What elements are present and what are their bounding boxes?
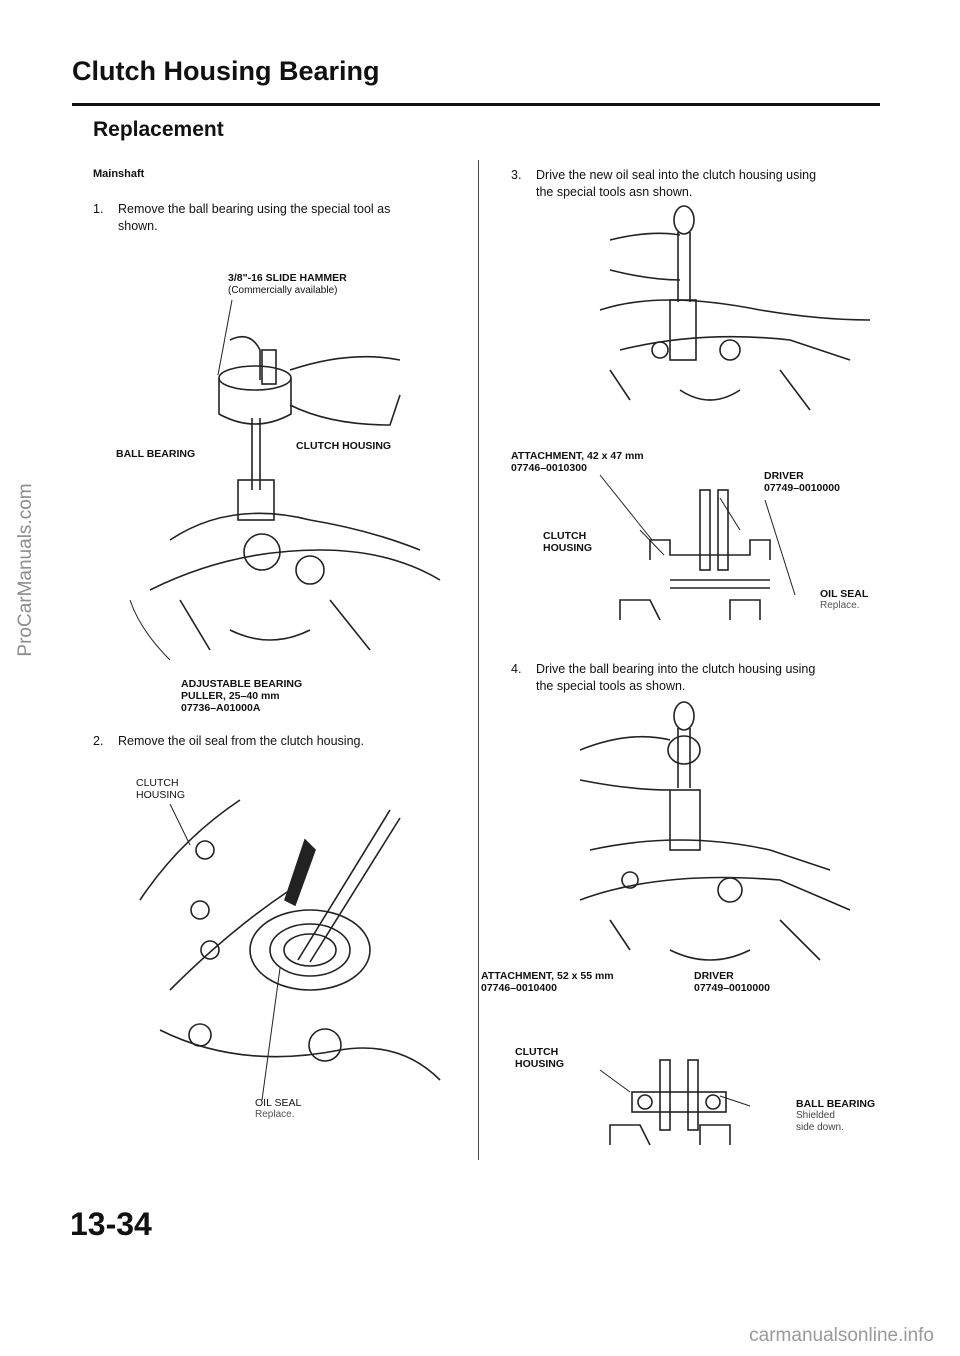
label-attachment-4b: 07746–0010400	[481, 982, 557, 994]
step-text-line2: the special tools as shown.	[536, 679, 686, 693]
label-driver-4b: 07749–0010000	[694, 982, 770, 994]
label-ball-bearing: BALL BEARING	[116, 448, 196, 460]
step-4: 4. Drive the ball bearing into the clutc…	[511, 661, 891, 697]
label-oil-seal-3: OIL SEAL	[820, 588, 869, 600]
figure-1-slide-hammer	[129, 300, 441, 661]
step-1: 1. Remove the ball bearing using the spe…	[93, 201, 463, 237]
step-text-line1: Drive the ball bearing into the clutch h…	[536, 662, 816, 676]
label-oil-seal-3-note: Replace.	[820, 600, 860, 611]
page-number: 13-34	[70, 1206, 152, 1242]
label-ball-bearing-4: BALL BEARING	[796, 1098, 876, 1110]
label-clutch-1: CLUTCH	[136, 777, 179, 789]
watermark: ProCarManuals.com	[12, 400, 40, 740]
figure-2-oil-seal-removal	[139, 799, 441, 1101]
step-number: 2.	[93, 734, 104, 748]
figure-4-bearing-install	[579, 701, 851, 1146]
label-puller-3: 07736–A01000A	[181, 702, 261, 714]
label-attachment-3b: 07746–0010300	[511, 462, 587, 474]
label-driver-3b: 07749–0010000	[764, 482, 840, 494]
footer-site: carmanualsonline.info	[749, 1325, 934, 1346]
label-ball-bearing-4-note2: side down.	[796, 1122, 844, 1133]
label-puller-2: PULLER, 25–40 mm	[181, 690, 280, 702]
step-text-line1: Remove the ball bearing using the specia…	[118, 202, 391, 216]
subsection-label: Mainshaft	[93, 168, 145, 180]
step-text-line1: Remove the oil seal from the clutch hous…	[118, 734, 364, 748]
label-oil-seal: OIL SEAL	[255, 1097, 302, 1109]
label-clutch-2: HOUSING	[136, 789, 186, 801]
watermark-text: ProCarManuals.com	[15, 483, 36, 657]
step-2: 2. Remove the oil seal from the clutch h…	[93, 733, 463, 751]
step-number: 3.	[511, 168, 522, 182]
label-puller-1: ADJUSTABLE BEARING	[181, 678, 303, 690]
label-clutch-4a: CLUTCH	[515, 1046, 559, 1058]
step-text-line2: shown.	[118, 219, 158, 233]
label-attachment-3a: ATTACHMENT, 42 x 47 mm	[511, 450, 644, 462]
label-slide-hammer: 3/8"-16 SLIDE HAMMER	[228, 272, 347, 284]
step-text-line2: the special tools asn shown.	[536, 185, 693, 199]
step-text-line1: Drive the new oil seal into the clutch h…	[536, 168, 817, 182]
label-driver-3a: DRIVER	[764, 470, 804, 482]
label-clutch-3b: HOUSING	[543, 542, 593, 554]
label-slide-hammer-note: (Commercially available)	[228, 285, 338, 296]
label-oil-seal-note: Replace.	[255, 1109, 295, 1120]
step-number: 1.	[93, 202, 104, 216]
label-clutch-3a: CLUTCH	[543, 530, 587, 542]
section-title: Replacement	[93, 118, 224, 141]
title-rule	[72, 103, 880, 106]
figure-3-seal-install	[599, 205, 871, 621]
label-ball-bearing-4-note1: Shielded	[796, 1110, 835, 1121]
label-clutch-4b: HOUSING	[515, 1058, 565, 1070]
step-number: 4.	[511, 662, 522, 676]
label-driver-4a: DRIVER	[694, 970, 734, 982]
label-clutch-housing: CLUTCH HOUSING	[296, 440, 392, 452]
step-3: 3. Drive the new oil seal into the clutc…	[511, 167, 891, 203]
label-attachment-4a: ATTACHMENT, 52 x 55 mm	[481, 970, 614, 982]
page-title: Clutch Housing Bearing	[72, 56, 380, 86]
column-divider	[478, 160, 479, 1160]
